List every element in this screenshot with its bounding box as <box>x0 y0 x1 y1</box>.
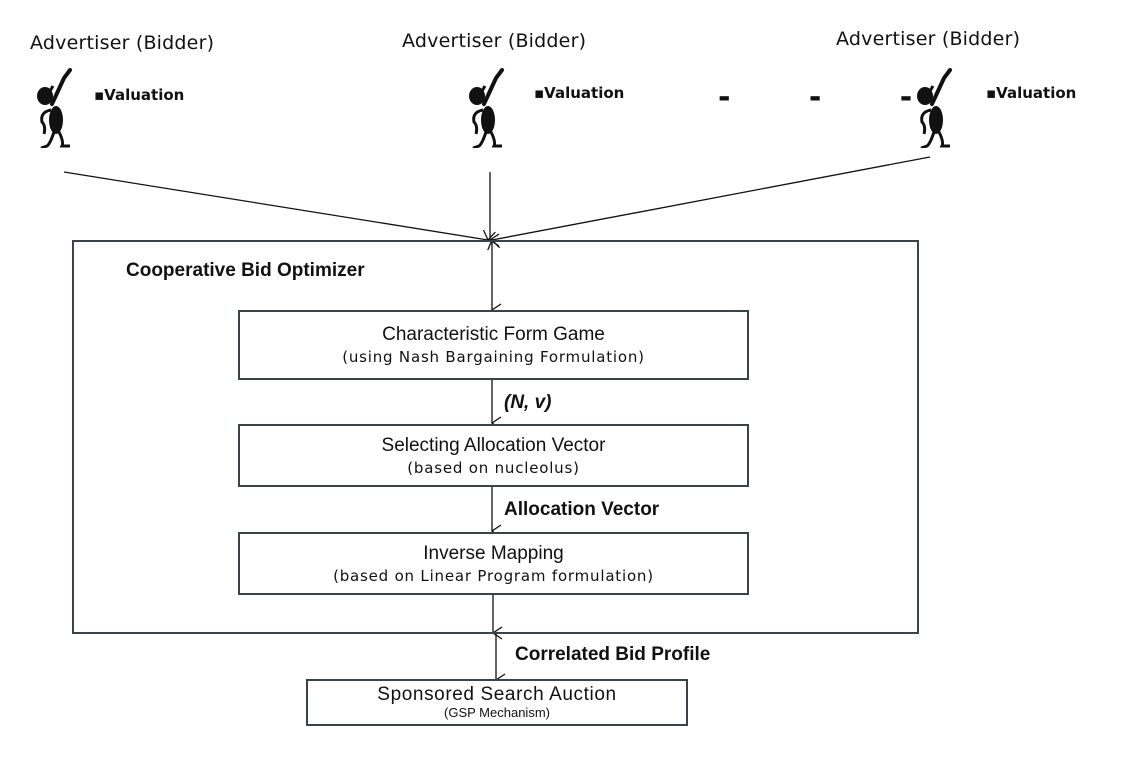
inverse-mapping-box: Inverse Mapping (based on Linear Program… <box>238 532 749 595</box>
step-subtitle: (based on nucleolus) <box>407 458 580 477</box>
step-subtitle: (using Nash Bargaining Formulation) <box>342 348 645 366</box>
edge-label-allocation-vector: Allocation Vector <box>504 499 660 520</box>
valuation-attribute: ▪Valuation <box>534 84 625 102</box>
step-title: Selecting Allocation Vector <box>381 434 606 456</box>
cooperative-bid-optimizer-label: Cooperative Bid Optimizer <box>126 260 365 281</box>
characteristic-form-game-box: Characteristic Form Game (using Nash Bar… <box>238 310 749 380</box>
cooperative-bid-optimizer-box <box>72 240 919 634</box>
stick-figure-pointing-icon <box>469 68 504 148</box>
edge-advertiser-1-to-optimizer <box>63 171 496 242</box>
step-title: Characteristic Form Game <box>382 324 605 345</box>
auction-subtitle: (GSP Mechanism) <box>444 704 550 720</box>
edge-label-n-v: (N, v) <box>504 392 552 413</box>
advertiser-title: Advertiser (Bidder) <box>836 28 1021 50</box>
advertiser-title: Advertiser (Bidder) <box>402 30 587 52</box>
more-advertisers-ellipsis: - - - <box>718 80 947 115</box>
advertiser-title: Advertiser (Bidder) <box>30 32 215 54</box>
edge-label-correlated-bid-profile: Correlated Bid Profile <box>515 644 711 665</box>
auction-title: Sponsored Search Auction <box>377 683 617 705</box>
step-subtitle: (based on Linear Program formulation) <box>333 566 654 585</box>
stick-figure-pointing-icon <box>917 68 952 148</box>
valuation-attribute: ▪Valuation <box>94 86 185 104</box>
edge-advertiser-3-to-optimizer <box>487 156 931 251</box>
step-title: Inverse Mapping <box>423 542 564 564</box>
valuation-attribute: ▪Valuation <box>986 84 1077 102</box>
selecting-allocation-vector-box: Selecting Allocation Vector (based on nu… <box>238 424 749 487</box>
stick-figure-pointing-icon <box>37 68 72 148</box>
sponsored-search-auction-box: Sponsored Search Auction (GSP Mechanism) <box>306 679 688 726</box>
